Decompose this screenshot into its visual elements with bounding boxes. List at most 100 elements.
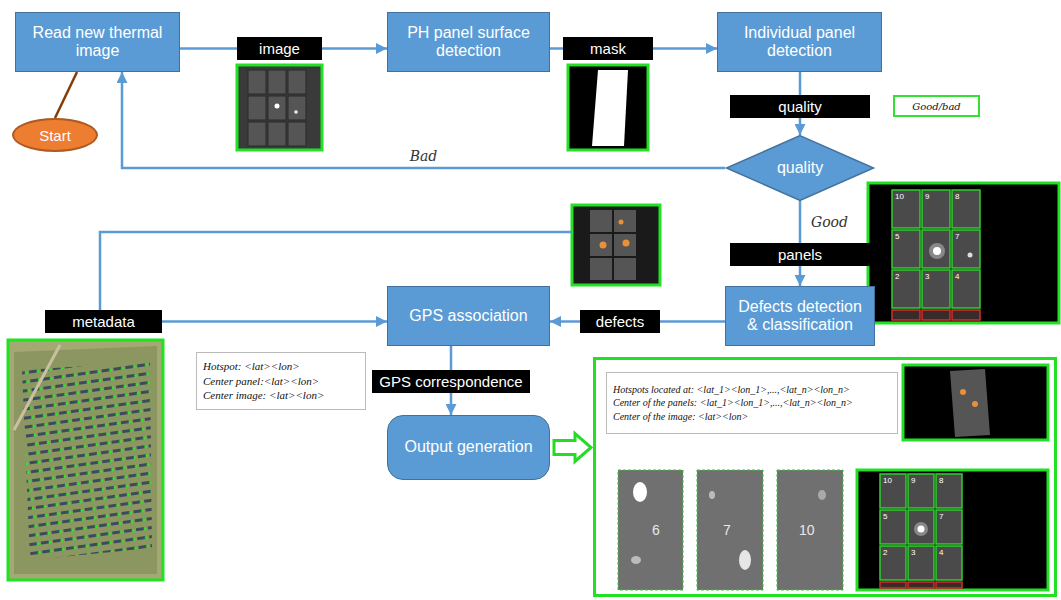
flow-connector (450, 393, 453, 415)
callout-number: 7 (955, 233, 959, 241)
node-text: GPS correspondence (379, 373, 522, 390)
flow-connector (55, 72, 77, 118)
thermal-image (268, 70, 286, 94)
data-tag: panels (730, 243, 870, 266)
mask-image (568, 65, 648, 150)
panels-image (929, 243, 945, 259)
callout-number: 6 (652, 523, 660, 537)
satellite-map (8, 340, 163, 580)
callout-number: 7 (723, 523, 731, 537)
defects-image (600, 242, 607, 249)
defects-image (590, 210, 612, 232)
thermal-image (288, 70, 306, 94)
value-note: Good/bad (893, 95, 980, 117)
output-images (857, 470, 1048, 590)
flow-connector (550, 47, 563, 50)
data-tag: image (237, 37, 322, 60)
output-images (908, 510, 934, 544)
start-ellipse: Start (12, 118, 98, 152)
thermal-image (248, 96, 266, 120)
flow-connector (322, 47, 387, 50)
diamond-shape (727, 136, 874, 201)
node-text: Center panel:<lat><lon> (203, 374, 319, 389)
defects-image (614, 210, 636, 232)
panels-image (933, 247, 941, 255)
edge-label: Bad (407, 148, 441, 164)
text-note: Hotspot: <lat><lon>Center panel:<lat><lo… (196, 352, 366, 410)
panels-image (952, 270, 980, 308)
data-tag: quality (730, 95, 870, 118)
output-images (880, 510, 906, 544)
output-images (777, 470, 843, 590)
defects-image (590, 258, 612, 280)
output-images (918, 526, 925, 533)
decision-diamond: quality (725, 135, 875, 201)
thermal-image (268, 122, 286, 146)
process-box: Individual panel detection (717, 12, 882, 72)
node-text: Start (39, 127, 71, 144)
panels-image (922, 270, 950, 308)
flow-connector (450, 346, 453, 370)
thermal-image (288, 122, 306, 146)
block-arrow (554, 434, 591, 462)
node-text: Good/bad (912, 101, 961, 112)
output-images (633, 482, 647, 502)
output-images (739, 550, 751, 570)
callout-number: 8 (955, 193, 959, 201)
panels-image (868, 183, 1059, 323)
output-images (908, 474, 934, 508)
defects-image (572, 205, 660, 285)
callout-number: 9 (925, 193, 929, 201)
node-text: Center of the panels: <lat_1><lon_1>,...… (613, 396, 853, 410)
thermal-image (294, 110, 298, 114)
output-images (914, 522, 928, 536)
node-text: Individual panel detection (726, 24, 873, 61)
node-text: mask (590, 40, 626, 57)
flow-connector (799, 72, 802, 95)
node-text: Center of the image: <lat><lon> (613, 410, 748, 424)
output-images (880, 546, 906, 580)
data-tag: defects (580, 310, 660, 333)
satellite-map (14, 346, 157, 574)
data-tag: GPS correspondence (372, 370, 530, 393)
data-tag: metadata (45, 310, 162, 333)
mask-image (592, 70, 628, 146)
defects-image (572, 205, 660, 285)
thermal-image (248, 122, 266, 146)
callout-number: 4 (955, 273, 959, 281)
thermal-image (237, 65, 322, 150)
output-images (709, 491, 715, 499)
node-text: Hotspots located at: <lat_1><lon_1>,...,… (613, 383, 850, 397)
process-box: GPS association (387, 286, 550, 346)
text-note: Hotspots located at: <lat_1><lon_1>,...,… (606, 372, 898, 434)
node-text: quality (778, 98, 821, 115)
output-images (818, 490, 826, 500)
callout-number: 5 (895, 233, 899, 241)
callout-number: 3 (911, 549, 915, 557)
output-images (950, 369, 990, 437)
process-box: Read new thermal image (15, 12, 180, 72)
node-text: quality (777, 159, 823, 177)
output-images (972, 401, 978, 407)
flow-connector (550, 320, 580, 323)
flow-connector (162, 320, 387, 323)
flow-connector (180, 47, 237, 50)
defects-image (614, 234, 636, 256)
data-tag: mask (563, 37, 653, 60)
output-images (936, 546, 962, 580)
node-text: metadata (72, 313, 135, 330)
panels-image (922, 190, 950, 228)
callout-number: 2 (883, 549, 887, 557)
node-text: Hotspot: <lat><lon> (203, 359, 300, 374)
callout-number: 10 (883, 477, 892, 485)
output-images (960, 389, 966, 395)
thermal-image (237, 65, 322, 150)
node-text: defects (596, 313, 644, 330)
thermal-image (268, 96, 286, 120)
process-box: PH panel surface detection (387, 12, 550, 72)
callout-number: 7 (939, 513, 943, 521)
panels-image (922, 230, 950, 268)
panels-image (952, 230, 980, 268)
flow-connector (122, 72, 725, 168)
